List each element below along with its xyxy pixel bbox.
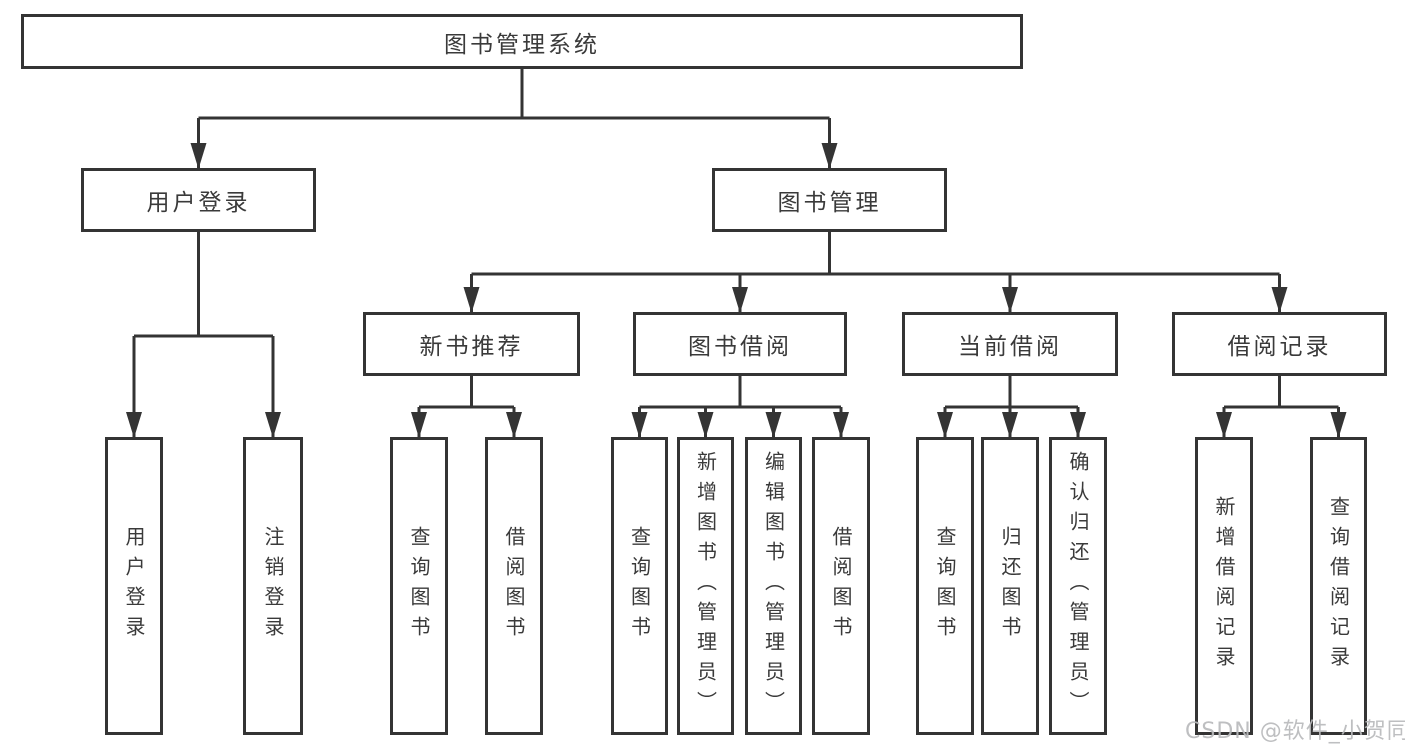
leaf-borrow-book-recommend: 借阅图书 — [485, 437, 543, 735]
node-label: 确认归还（管理员） — [1066, 451, 1090, 721]
node-label: 查询图书 — [627, 526, 652, 646]
leaf-query-book-recommend: 查询图书 — [390, 437, 448, 735]
node-root-library-system: 图书管理系统 — [21, 14, 1023, 69]
node-user-login-group: 用户登录 — [81, 168, 316, 232]
node-label: 当前借阅 — [958, 334, 1062, 360]
leaf-user-login: 用户登录 — [105, 437, 163, 735]
node-book-borrow: 图书借阅 — [633, 312, 847, 376]
node-label: 新增借阅记录 — [1212, 496, 1236, 676]
leaf-add-borrow-record: 新增借阅记录 — [1195, 437, 1253, 735]
node-new-book-recommend: 新书推荐 — [363, 312, 580, 376]
node-label: 图书管理 — [777, 190, 882, 216]
node-label: 用户登录 — [122, 526, 146, 646]
node-label: 用户登录 — [146, 190, 251, 216]
node-label: 借阅记录 — [1227, 334, 1332, 360]
node-label: 注销登录 — [261, 526, 285, 646]
node-label: 新书推荐 — [419, 334, 524, 360]
leaf-borrow-book: 借阅图书 — [812, 437, 870, 735]
node-label: 查询图书 — [407, 526, 431, 646]
leaf-logout: 注销登录 — [243, 437, 303, 735]
node-label: 查询图书 — [933, 526, 957, 646]
node-label: 归还图书 — [998, 526, 1022, 646]
node-label: 图书借阅 — [688, 334, 792, 360]
leaf-confirm-return-admin: 确认归还（管理员） — [1049, 437, 1107, 735]
leaf-edit-book-admin: 编辑图书（管理员） — [745, 437, 802, 735]
node-label: 查询借阅记录 — [1326, 496, 1351, 676]
csdn-watermark: CSDN @软件_小贺同学 — [1185, 719, 1405, 744]
node-borrow-records: 借阅记录 — [1172, 312, 1387, 376]
leaf-add-book-admin: 新增图书（管理员） — [677, 437, 734, 735]
node-current-borrow: 当前借阅 — [902, 312, 1118, 376]
leaf-query-book-borrow: 查询图书 — [611, 437, 668, 735]
leaf-query-book-current: 查询图书 — [916, 437, 974, 735]
node-label: 新增图书（管理员） — [693, 451, 718, 721]
node-label: 借阅图书 — [502, 526, 526, 646]
node-book-management: 图书管理 — [712, 168, 947, 232]
leaf-return-book: 归还图书 — [981, 437, 1039, 735]
node-label: 编辑图书（管理员） — [761, 451, 786, 721]
leaf-query-borrow-record: 查询借阅记录 — [1310, 437, 1367, 735]
node-label: 图书管理系统 — [444, 31, 600, 58]
node-label: 借阅图书 — [829, 526, 853, 646]
